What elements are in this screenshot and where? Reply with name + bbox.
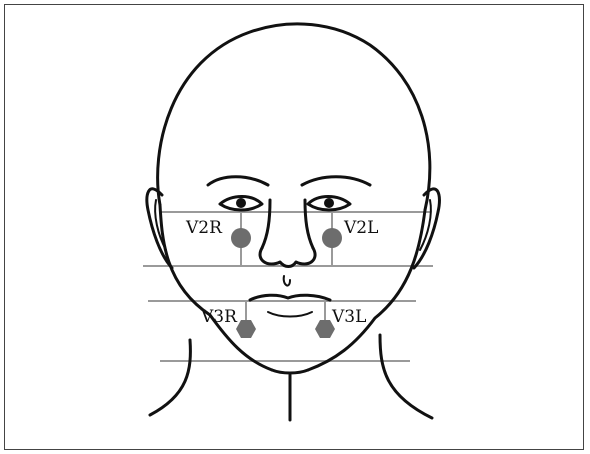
marker-v2r (231, 228, 251, 248)
nose-bridge-right (262, 200, 270, 248)
philtrum (284, 276, 290, 286)
right-eyebrow (208, 177, 268, 185)
left-pupil (324, 198, 334, 208)
neck-left (380, 335, 432, 418)
left-eyebrow (302, 177, 370, 185)
chin-outline (272, 370, 308, 373)
label-v3r: V3R (200, 307, 238, 327)
label-v3l: V3L (331, 307, 366, 327)
marker-v2l (322, 228, 342, 248)
mouth (250, 295, 330, 316)
skull-outline (158, 24, 430, 210)
label-v2r: V2R (185, 218, 223, 238)
right-pupil (236, 198, 246, 208)
upper-lip (250, 295, 330, 300)
neck-right (150, 340, 190, 415)
marker-v3r (236, 320, 256, 338)
label-v2l: V2L (343, 218, 378, 238)
site-labels: V2R V2L V3R V3L (185, 218, 378, 327)
lower-lip (268, 312, 312, 317)
nose-base (260, 248, 315, 267)
marker-ticks (241, 212, 332, 331)
eyes (208, 177, 370, 210)
markers (231, 228, 342, 338)
